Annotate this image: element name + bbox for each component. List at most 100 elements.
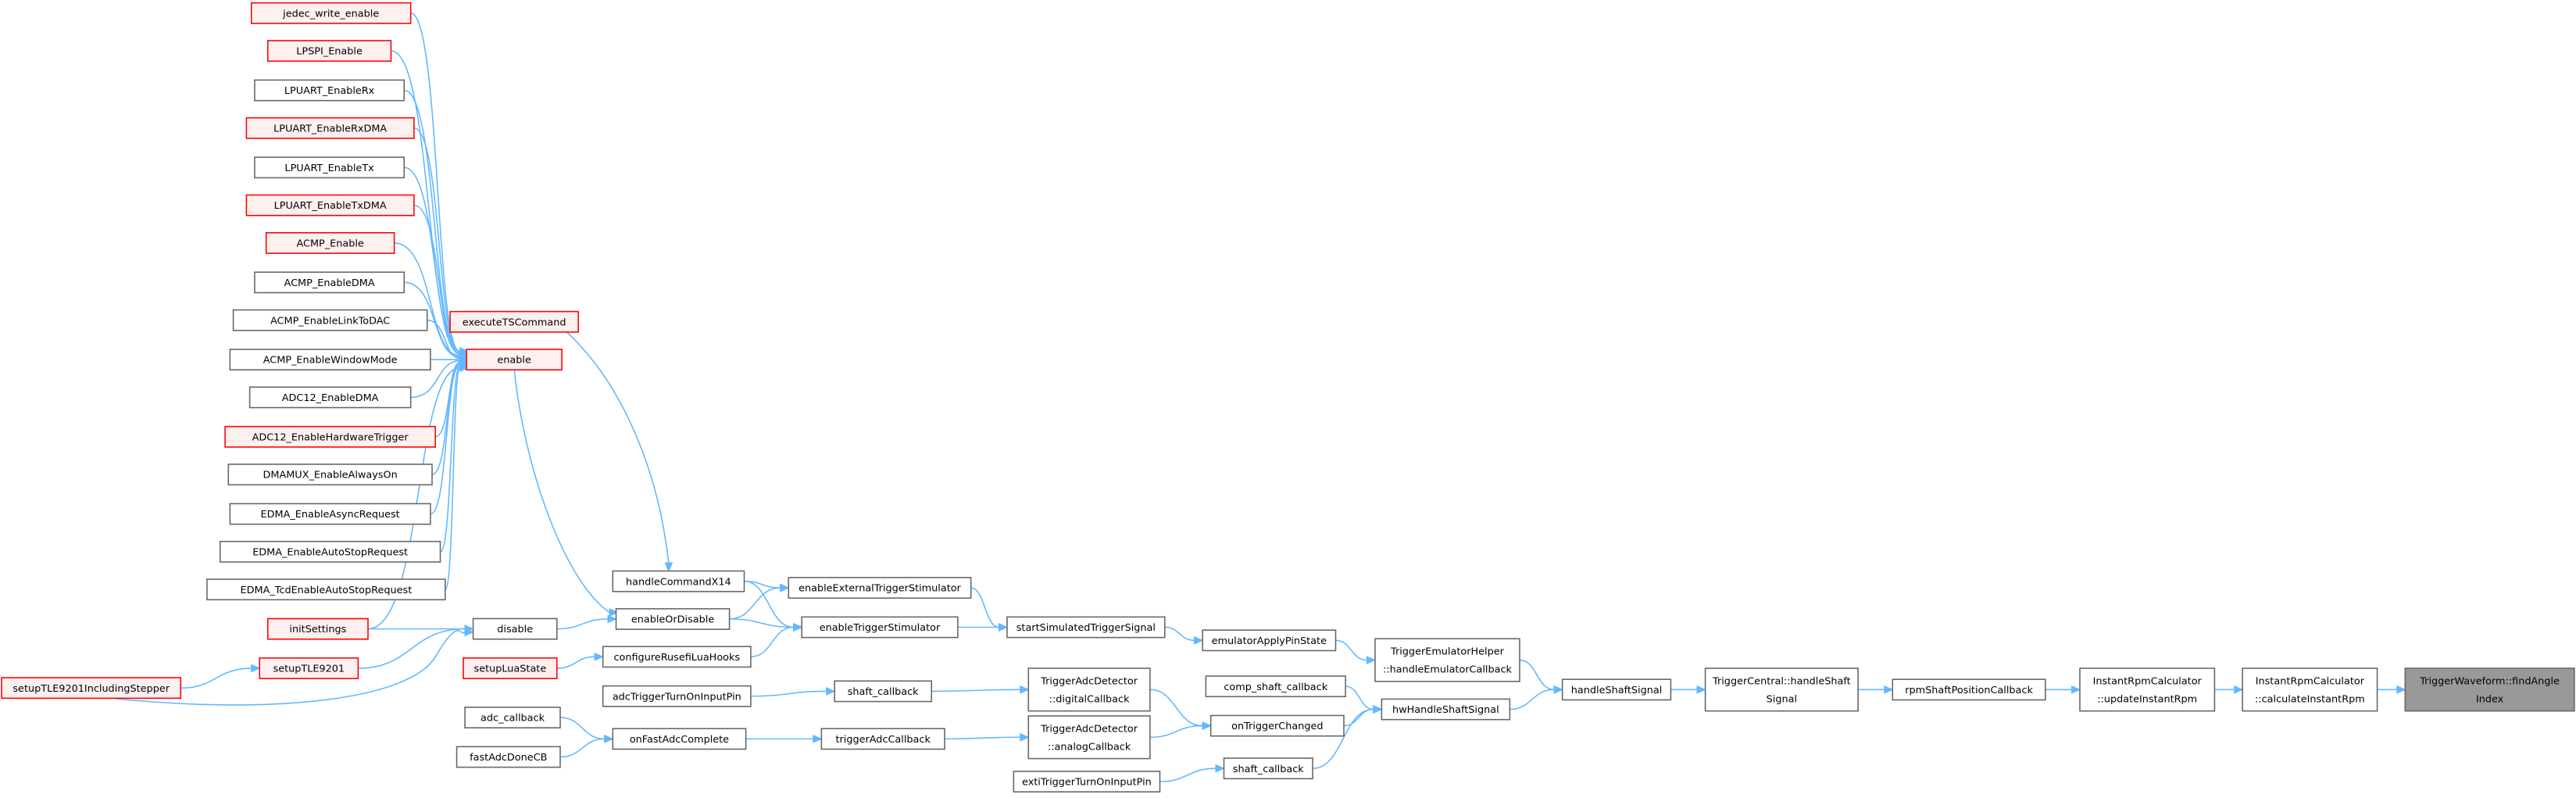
node-box[interactable] (206, 578, 446, 601)
node-onTrigChanged[interactable]: onTriggerChanged (1209, 714, 1345, 737)
node-box[interactable] (1, 677, 182, 700)
node-box[interactable] (463, 657, 558, 679)
node-box[interactable] (1013, 771, 1161, 793)
node-setupTLE[interactable]: setupTLE9201 (259, 657, 359, 679)
node-box[interactable] (248, 386, 412, 409)
node-box[interactable] (466, 349, 563, 370)
node-edmaAuto[interactable]: EDMA_EnableAutoStopRequest (219, 540, 441, 563)
node-adcDma[interactable]: ADC12_EnableDMA (248, 386, 412, 409)
node-acmpWin[interactable]: ACMP_EnableWindowMode (229, 349, 431, 370)
node-box[interactable] (254, 271, 406, 294)
node-emuApply[interactable]: emulatorApplyPinState (1202, 629, 1337, 652)
node-adcTrigPin[interactable]: adcTriggerTurnOnInputPin (602, 685, 752, 707)
node-compShaft[interactable]: comp_shaft_callback (1205, 675, 1346, 698)
node-box[interactable] (224, 425, 436, 448)
node-box[interactable] (250, 2, 412, 24)
node-edmaTcd[interactable]: EDMA_TcdEnableAutoStopRequest (206, 578, 446, 601)
node-enableStim[interactable]: enableTriggerStimulator (801, 616, 959, 639)
node-box[interactable] (602, 646, 752, 668)
node-handleX14[interactable]: handleCommandX14 (612, 570, 745, 592)
node-box[interactable] (449, 310, 579, 333)
node-box[interactable] (1374, 638, 1520, 682)
node-box[interactable] (229, 503, 431, 525)
node-box[interactable] (472, 617, 558, 640)
node-box[interactable] (265, 232, 395, 254)
node-box[interactable] (834, 680, 933, 703)
node-box[interactable] (219, 540, 441, 563)
node-box[interactable] (2242, 667, 2378, 712)
node-dmamux[interactable]: DMAMUX_EnableAlwaysOn (227, 463, 433, 486)
node-shaftCb2[interactable]: shaft_callback (1223, 757, 1313, 780)
node-digitalCb[interactable]: TriggerAdcDetector::digitalCallback (1027, 667, 1151, 712)
node-box[interactable] (232, 309, 428, 331)
node-analogCb[interactable]: TriggerAdcDetector::analogCallback (1027, 715, 1151, 760)
node-onFastAdc[interactable]: onFastAdcComplete (612, 728, 747, 750)
node-edmaAsync[interactable]: EDMA_EnableAsyncRequest (229, 503, 431, 525)
node-emuHelper[interactable]: TriggerEmulatorHelper::handleEmulatorCal… (1374, 638, 1520, 682)
node-box[interactable] (801, 616, 959, 639)
node-adcHw[interactable]: ADC12_EnableHardwareTrigger (224, 425, 436, 448)
node-box[interactable] (1205, 675, 1346, 698)
node-box[interactable] (1027, 667, 1151, 712)
node-box[interactable] (1202, 629, 1337, 652)
node-box[interactable] (1892, 678, 2046, 701)
node-box[interactable] (245, 116, 415, 139)
node-tcHandle[interactable]: TriggerCentral::handleShaftSignal (1704, 667, 1859, 712)
node-updateRpm[interactable]: InstantRpmCalculator::updateInstantRpm (2079, 667, 2216, 712)
node-box[interactable] (820, 728, 945, 750)
node-jedec[interactable]: jedec_write_enable (250, 2, 412, 24)
node-disable[interactable]: disable (472, 617, 558, 640)
node-enableExtStim[interactable]: enableExternalTriggerStimulator (788, 577, 972, 599)
node-box[interactable] (1223, 757, 1313, 780)
node-box[interactable] (1704, 667, 1859, 712)
node-initSettings[interactable]: initSettings (266, 617, 369, 640)
node-box[interactable] (266, 617, 369, 640)
node-box[interactable] (229, 349, 431, 370)
node-box[interactable] (788, 577, 972, 599)
node-box[interactable] (1006, 616, 1166, 639)
node-box[interactable] (254, 79, 406, 102)
node-acmpEnable[interactable]: ACMP_Enable (265, 232, 395, 254)
node-lpspi[interactable]: LPSPI_Enable (266, 40, 392, 63)
node-box[interactable] (456, 746, 561, 768)
node-setupTLEStep[interactable]: setupTLE9201IncludingStepper (1, 677, 182, 700)
node-rpmShaft[interactable]: rpmShaftPositionCallback (1892, 678, 2046, 701)
node-trigAdcCb[interactable]: triggerAdcCallback (820, 728, 945, 750)
node-shaftCb1[interactable]: shaft_callback (834, 680, 933, 703)
node-lpuartRx[interactable]: LPUART_EnableRx (254, 79, 406, 102)
node-acmpDac[interactable]: ACMP_EnableLinkToDAC (232, 309, 428, 331)
node-lpuartTx[interactable]: LPUART_EnableTx (254, 156, 406, 179)
node-handleShaft[interactable]: handleShaftSignal (1561, 678, 1672, 701)
node-box[interactable] (615, 608, 731, 630)
node-lpuartRxDma[interactable]: LPUART_EnableRxDMA (245, 116, 415, 139)
node-box[interactable] (259, 657, 359, 679)
node-hwHandle[interactable]: hwHandleShaftSignal (1381, 698, 1511, 721)
node-extiPin[interactable]: extiTriggerTurnOnInputPin (1013, 771, 1161, 793)
node-acmpDma[interactable]: ACMP_EnableDMA (254, 271, 406, 294)
node-box[interactable] (612, 570, 745, 592)
node-lpuartTxDma[interactable]: LPUART_EnableTxDMA (245, 194, 415, 216)
node-box[interactable] (602, 685, 752, 707)
node-box[interactable] (266, 40, 392, 63)
node-box[interactable] (1209, 714, 1345, 737)
node-configLua[interactable]: configureRusefiLuaHooks (602, 646, 752, 668)
node-box[interactable] (245, 194, 415, 216)
node-enableOrDisable[interactable]: enableOrDisable (615, 608, 731, 630)
node-box[interactable] (254, 156, 406, 179)
node-calcRpm[interactable]: InstantRpmCalculator::calculateInstantRp… (2242, 667, 2378, 712)
node-box[interactable] (612, 728, 747, 750)
node-box[interactable] (2404, 667, 2575, 712)
node-box[interactable] (1561, 678, 1672, 701)
node-box[interactable] (1381, 698, 1511, 721)
node-fastAdcDone[interactable]: fastAdcDoneCB (456, 746, 561, 768)
node-enable[interactable]: enable (466, 349, 563, 370)
node-box[interactable] (1027, 715, 1151, 760)
node-box[interactable] (2079, 667, 2216, 712)
node-setupLua[interactable]: setupLuaState (463, 657, 558, 679)
node-executeTS[interactable]: executeTSCommand (449, 310, 579, 333)
node-adcCallback[interactable]: adc_callback (464, 707, 561, 728)
node-startSim[interactable]: startSimulatedTriggerSignal (1006, 616, 1166, 639)
node-box[interactable] (464, 707, 561, 728)
node-box[interactable] (227, 463, 433, 486)
